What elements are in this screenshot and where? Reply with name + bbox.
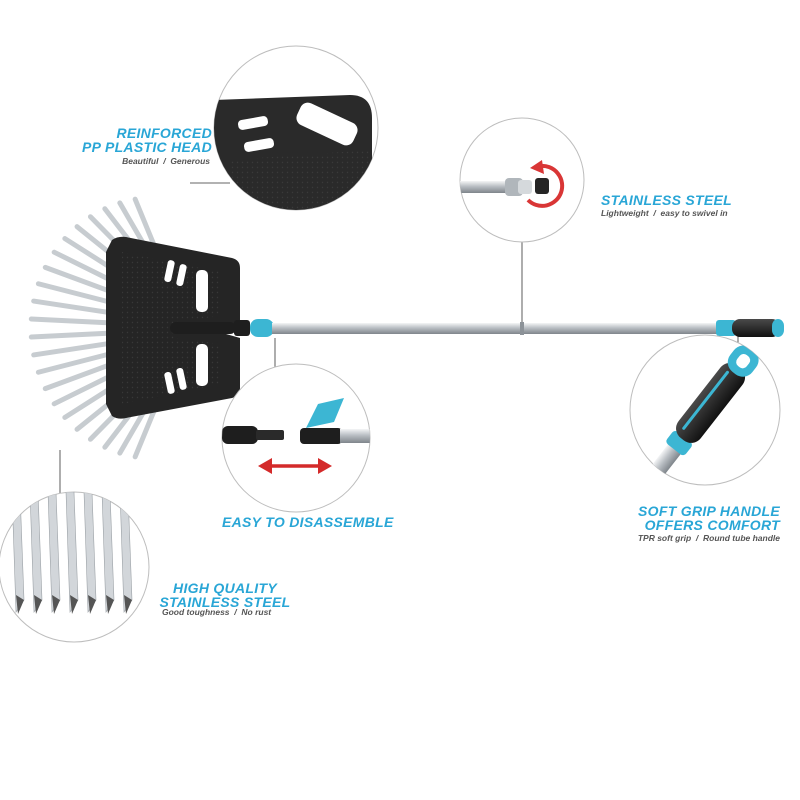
tine-closeup-tip [124, 595, 132, 614]
disassemble-detail-circle [221, 363, 371, 513]
grip-title-line2: OFFERS COMFORT [644, 517, 780, 533]
tines-feature-subtitle: Good toughness / No rust [162, 607, 271, 617]
steel-detail-circle [459, 117, 585, 243]
rake-tine [35, 349, 121, 375]
head-sub-a: Beautiful [122, 156, 159, 166]
head-title-line2: PP PLASTIC HEAD [82, 139, 212, 155]
tines-title-line1: HIGH QUALITY [173, 580, 277, 596]
tines-feature-title: HIGH QUALITY STAINLESS STEEL [140, 581, 310, 609]
leader-lines [59, 182, 739, 500]
tines-sub-b: No rust [241, 607, 272, 617]
rake-tine [28, 316, 118, 326]
grip-sub-a: TPR soft grip [637, 533, 692, 543]
steel-feature-title: STAINLESS STEEL [601, 192, 733, 208]
head-title-line1: REINFORCED [116, 125, 212, 141]
disassemble-feature-title: EASY TO DISASSEMBLE [222, 514, 394, 530]
tines-title-line2: STAINLESS STEEL [159, 594, 291, 610]
head-feature-subtitle: Beautiful / Generous [60, 156, 210, 166]
grip-title-line1: SOFT GRIP HANDLE [638, 503, 780, 519]
tine-closeup-tip [70, 595, 78, 614]
rake-tine [28, 330, 118, 340]
head-feature-title: REINFORCED PP PLASTIC HEAD [60, 126, 212, 154]
tines-sub-sep: / [234, 607, 237, 617]
steel-sub-a: Lightweight [601, 208, 649, 218]
tine-closeup-tip [106, 595, 114, 614]
head-sub-sep: / [163, 156, 166, 166]
steel-sub-sep: / [653, 208, 656, 218]
steel-sub-b: easy to swivel in [660, 208, 728, 218]
head-sub-b: Generous [170, 156, 210, 166]
grip-sub-b: Round tube handle [703, 533, 780, 543]
tines-sub-a: Good toughness [162, 607, 230, 617]
steel-feature-subtitle: Lightweight / easy to swivel in [601, 208, 728, 218]
tine-closeup-tip [16, 595, 24, 614]
tine-closeup-tip [88, 595, 96, 614]
rake-pole [170, 319, 784, 337]
rake-tine [132, 402, 159, 460]
tines-detail-circle [0, 491, 150, 643]
tine-closeup-tip [34, 595, 42, 614]
grip-feature-subtitle: TPR soft grip / Round tube handle [590, 533, 780, 543]
rake-tine [31, 298, 119, 317]
grip-detail-circle [629, 334, 781, 490]
grip-sub-sep: / [695, 533, 699, 543]
rake-tine [31, 339, 119, 358]
tine-closeup-tip [52, 595, 60, 614]
head-detail-circle [213, 45, 379, 211]
rake-tine [35, 281, 121, 307]
grip-feature-title: SOFT GRIP HANDLE OFFERS COMFORT [590, 504, 780, 532]
